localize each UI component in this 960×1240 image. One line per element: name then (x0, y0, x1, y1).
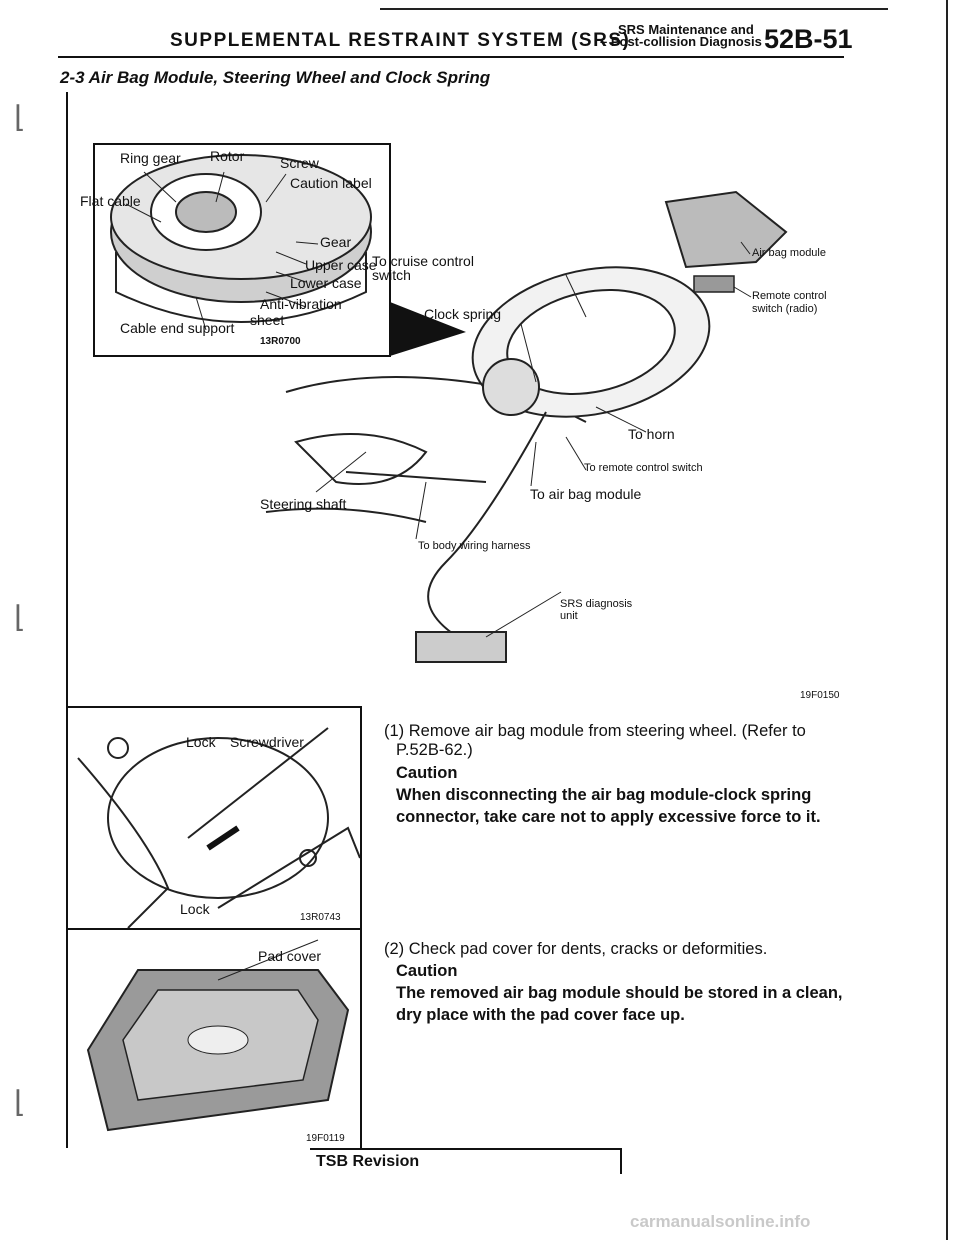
section-title: 2-3 Air Bag Module, Steering Wheel and C… (60, 68, 491, 87)
step-2-caution-heading: Caution (396, 962, 458, 980)
label-caution-label: Caution label (290, 175, 372, 191)
label-lock-bottom: Lock (180, 901, 210, 917)
label-to-horn: To horn (628, 426, 675, 442)
label-cruise-control: To cruise control (372, 253, 474, 269)
label-remote-control-2: switch (radio) (752, 303, 818, 315)
label-lock-top: Lock (186, 734, 216, 750)
subtitle-line-2: – Post-collision Diagnosis (600, 34, 762, 49)
page-header-subtitle: SRS Maintenance and – Post-collision Dia… (600, 22, 762, 49)
figure-code-lock: 13R0743 (300, 912, 341, 923)
frame-divider (66, 706, 362, 708)
label-air-bag-module: Air bag module (752, 247, 826, 259)
pad-figure-drawing (86, 939, 350, 1132)
step-1-caution-heading: Caution (396, 764, 458, 782)
header-top-rule (380, 8, 888, 10)
label-to-body-harness: To body wiring harness (418, 540, 531, 552)
label-cable-end-support: Cable end support (120, 320, 235, 336)
step-1-line-1: (1) Remove air bag module from steering … (384, 722, 806, 740)
page-header-title: SUPPLEMENTAL RESTRAINT SYSTEM (SRS) (170, 30, 631, 51)
label-steering-shaft: Steering shaft (260, 496, 347, 512)
label-cruise-control-2: switch (372, 267, 411, 283)
label-remote-control: Remote control (752, 290, 827, 302)
main-figure-drawing (93, 143, 788, 663)
label-flat-cable: Flat cable (80, 193, 141, 209)
label-srs-diagnosis: SRS diagnosis (560, 598, 633, 610)
step-1-text: (1) Remove air bag module from steering … (384, 722, 844, 760)
frame-left-line (66, 92, 68, 1148)
tsb-revision-label: TSB Revision (316, 1153, 420, 1170)
figure-code-inset: 13R0700 (260, 336, 301, 347)
figure-code-pad: 19F0119 (306, 1133, 345, 1144)
page-number: 52B-51 (764, 24, 853, 54)
label-pad-cover: Pad cover (258, 948, 322, 964)
label-clock-spring: Clock spring (424, 306, 502, 322)
subtitle-line-1: SRS Maintenance and (618, 22, 754, 37)
frame-divider (66, 928, 362, 930)
label-to-air-bag-module: To air bag module (530, 486, 642, 502)
step-1-caution-text: When disconnecting the air bag module-cl… (396, 786, 821, 826)
tsb-revision-box: TSB Revision (310, 1148, 622, 1174)
binding-mark: ⌊ (14, 601, 26, 634)
label-gear: Gear (320, 234, 352, 250)
step-2-caution-text: The removed air bag module should be sto… (396, 984, 843, 1024)
binding-mark: ⌊ (14, 1086, 26, 1119)
frame-figure-right-line (360, 706, 362, 1148)
step-2-text: (2) Check pad cover for dents, cracks or… (384, 940, 768, 958)
label-anti-vibration: Anti-vibration (260, 296, 342, 312)
label-screw: Screw (280, 155, 319, 171)
step-1-line-2: P.52B-62.) (396, 741, 473, 759)
label-rotor: Rotor (210, 148, 245, 164)
watermark-text: carmanualsonline.info (630, 1212, 811, 1231)
lock-figure-drawing (68, 708, 360, 928)
label-to-remote-switch: To remote control switch (584, 462, 703, 474)
label-ring-gear: Ring gear (120, 150, 181, 166)
label-sheet: sheet (250, 312, 285, 328)
header-rule (58, 56, 844, 58)
figure-code-main: 19F0150 (800, 690, 840, 701)
binding-mark: ⌊ (14, 101, 26, 134)
label-unit: unit (560, 610, 578, 622)
page-right-border (946, 0, 948, 1240)
label-screwdriver: Screwdriver (230, 734, 304, 750)
label-upper-case: Upper case (305, 257, 377, 273)
label-lower-case: Lower case (290, 275, 362, 291)
